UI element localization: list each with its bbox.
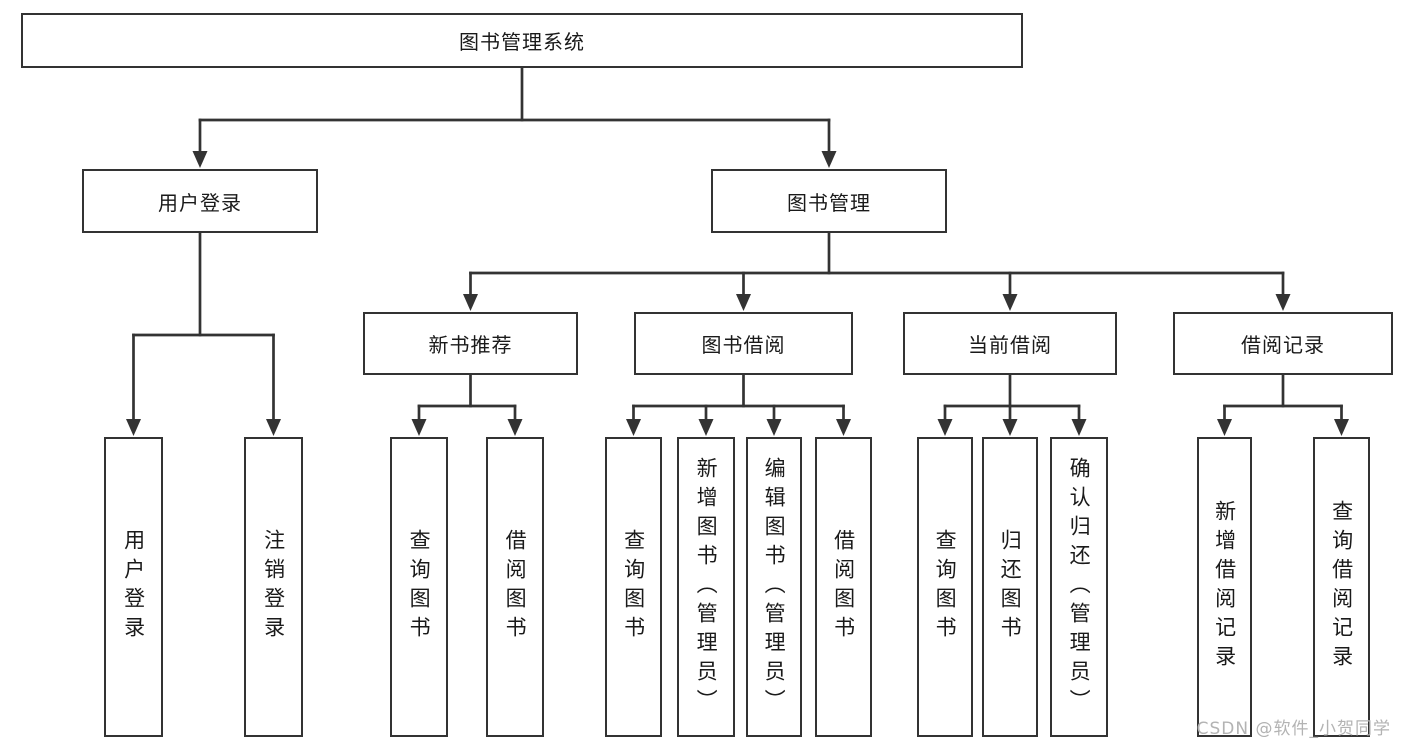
connector-book-management-branch	[463, 231, 1291, 311]
leaf-nb-borrow-books: 借阅图书	[486, 437, 544, 737]
leaf-user-login: 用户登录	[104, 437, 163, 737]
leaf-cb-confirm-return-admin: 确认归还（管理员）	[1050, 437, 1108, 737]
node-borrow-records: 借阅记录	[1173, 312, 1393, 375]
node-root: 图书管理系统	[21, 13, 1023, 68]
leaf-br-query-record: 查询借阅记录	[1313, 437, 1370, 737]
node-book-management: 图书管理	[711, 169, 947, 233]
node-user-login: 用户登录	[82, 169, 318, 233]
connector-new-book-recommend-branch	[411, 373, 523, 436]
connector-borrow-records-branch	[1217, 373, 1349, 436]
leaf-bb-edit-books-admin: 编辑图书（管理员）	[746, 437, 802, 737]
connector-current-borrow-branch	[937, 373, 1087, 436]
leaf-nb-query-books: 查询图书	[390, 437, 448, 737]
leaf-br-add-record: 新增借阅记录	[1197, 437, 1252, 737]
watermark: CSDN @软件_小贺同学	[1196, 719, 1391, 739]
connector-user-login-branch	[126, 231, 281, 436]
leaf-cb-return-books: 归还图书	[982, 437, 1038, 737]
leaf-bb-add-books-admin: 新增图书（管理员）	[677, 437, 735, 737]
leaf-cb-query-books: 查询图书	[917, 437, 973, 737]
leaf-logout: 注销登录	[244, 437, 303, 737]
node-new-book-recommend: 新书推荐	[363, 312, 578, 375]
connector-book-borrow-branch	[626, 373, 851, 436]
connector-root-branch	[192, 66, 837, 168]
node-current-borrow: 当前借阅	[903, 312, 1117, 375]
node-book-borrow: 图书借阅	[634, 312, 853, 375]
leaf-bb-borrow-books: 借阅图书	[815, 437, 872, 737]
leaf-bb-query-books: 查询图书	[605, 437, 662, 737]
